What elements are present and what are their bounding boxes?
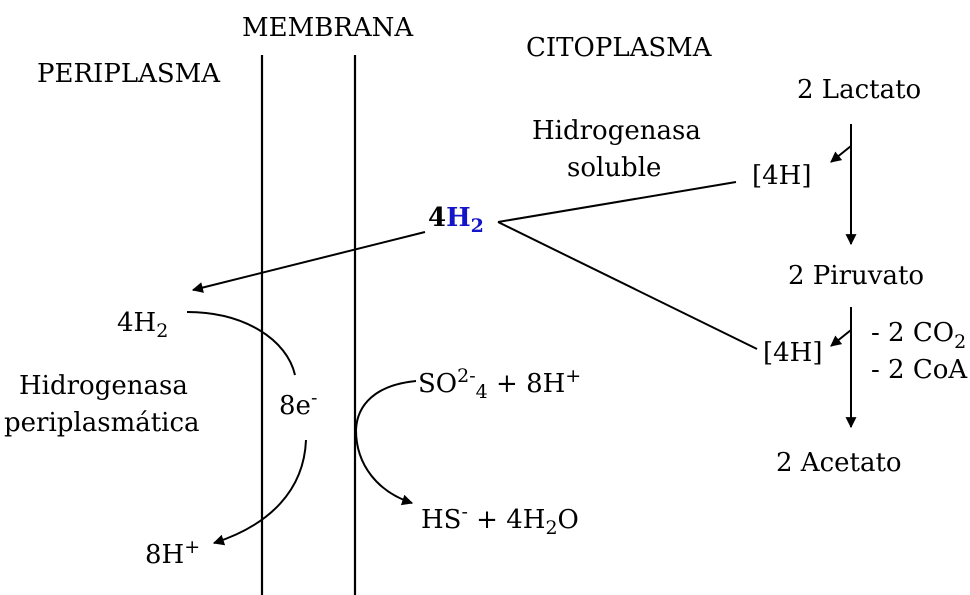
co2-label: - 2 CO2 (871, 318, 966, 353)
h4-top-to-h2-line (497, 181, 737, 223)
central-h2-label: 4H2 (428, 203, 484, 237)
h4-bottom-label: [4H] (763, 338, 823, 368)
periplasmic-hydrogenase-label-line2: periplasmática (4, 408, 200, 438)
protons-label: 8H+ (145, 536, 200, 570)
pyruvate-label: 2 Piruvato (788, 261, 924, 291)
cytoplasm-label: CITOPLASMA (526, 33, 713, 63)
lactate-label: 2 Lactato (797, 75, 921, 105)
h4-top-label: [4H] (752, 161, 812, 191)
protons-release-curve (212, 439, 307, 546)
electrons-label: 8e- (279, 387, 317, 421)
sulfate-label: SO2-4 + 8H+ (418, 365, 581, 403)
periplasm-h2-label: 4H2 (117, 308, 168, 342)
h4-bottom-to-h2-line (497, 221, 758, 350)
sulfide-water-label: HS- + 4H2O (421, 501, 579, 539)
h4-top-release-arrow (830, 145, 852, 163)
acetate-label: 2 Acetato (776, 448, 902, 478)
h2-oxidation-curve (186, 311, 296, 376)
soluble-hydrogenase-label-line1: Hidrogenasa (532, 116, 701, 146)
h2-diffusion-arrow (191, 231, 426, 293)
periplasm-label: PERIPLASMA (37, 59, 221, 89)
periplasmic-hydrogenase-label-line1: Hidrogenasa (19, 371, 188, 401)
membrane-label: MEMBRANA (242, 13, 414, 43)
sulfate-reduction-curve (354, 380, 417, 506)
coa-label: - 2 CoA (871, 355, 968, 385)
h4-bottom-release-arrow (830, 329, 852, 347)
soluble-hydrogenase-label-line2: soluble (567, 153, 661, 183)
